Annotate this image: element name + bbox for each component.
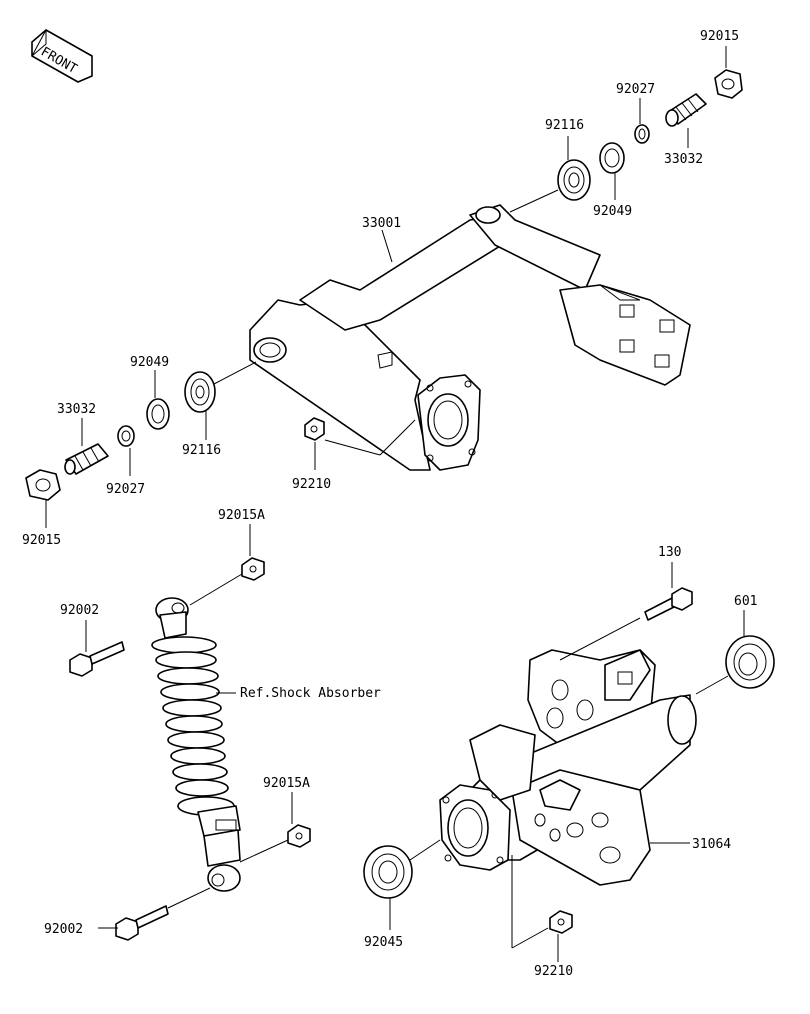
label-33032-top: 33032 — [664, 152, 703, 167]
nut-92015A-top — [241, 557, 265, 581]
label-92002-top: 92002 — [60, 603, 99, 618]
washer-92027-top — [634, 124, 650, 144]
label-601: 601 — [734, 594, 757, 609]
label-33032-left: 33032 — [57, 402, 96, 417]
label-92116-left: 92116 — [182, 443, 221, 458]
bearing-92116-top — [557, 159, 591, 201]
shock-absorber — [151, 597, 241, 892]
label-33001: 33001 — [362, 216, 401, 231]
bolt-130 — [644, 587, 693, 621]
label-92027-left: 92027 — [106, 482, 145, 497]
pin-33032-left — [64, 443, 109, 475]
bearing-92045 — [363, 845, 413, 899]
label-92015-top: 92015 — [700, 29, 739, 44]
label-92015-left: 92015 — [22, 533, 61, 548]
seal-92049-left — [146, 398, 170, 430]
bolt-92002-top — [69, 641, 125, 677]
housing-31064 — [439, 649, 697, 886]
label-92049-left: 92049 — [130, 355, 169, 370]
label-92015A-bottom: 92015A — [263, 776, 310, 791]
label-130: 130 — [658, 545, 681, 560]
nut-92210-top — [304, 417, 325, 441]
swing-arm-33001 — [249, 204, 691, 471]
nut-92015-left — [25, 469, 61, 501]
bearing-92116-left — [184, 371, 216, 413]
nut-92015-top — [714, 69, 743, 99]
front-badge: FRONT — [31, 29, 93, 83]
label-31064: 31064 — [692, 837, 731, 852]
label-92015A-top: 92015A — [218, 508, 265, 523]
label-92045: 92045 — [364, 935, 403, 950]
label-92210-top: 92210 — [292, 477, 331, 492]
nut-92015A-bottom — [287, 824, 311, 848]
bolt-92002-bottom — [115, 905, 169, 941]
label-92027-top: 92027 — [616, 82, 655, 97]
label-92210-bottom: 92210 — [534, 964, 573, 979]
washer-92027-left — [117, 425, 135, 447]
pin-33032-top — [665, 93, 707, 127]
label-ref-shock-absorber: Ref.Shock Absorber — [240, 686, 381, 701]
label-92116-top: 92116 — [545, 118, 584, 133]
label-92049-top: 92049 — [593, 204, 632, 219]
nut-92210-bottom — [549, 910, 573, 934]
seal-92049-top — [599, 142, 625, 174]
label-92002-bottom: 92002 — [44, 922, 83, 937]
bearing-601 — [725, 635, 775, 689]
